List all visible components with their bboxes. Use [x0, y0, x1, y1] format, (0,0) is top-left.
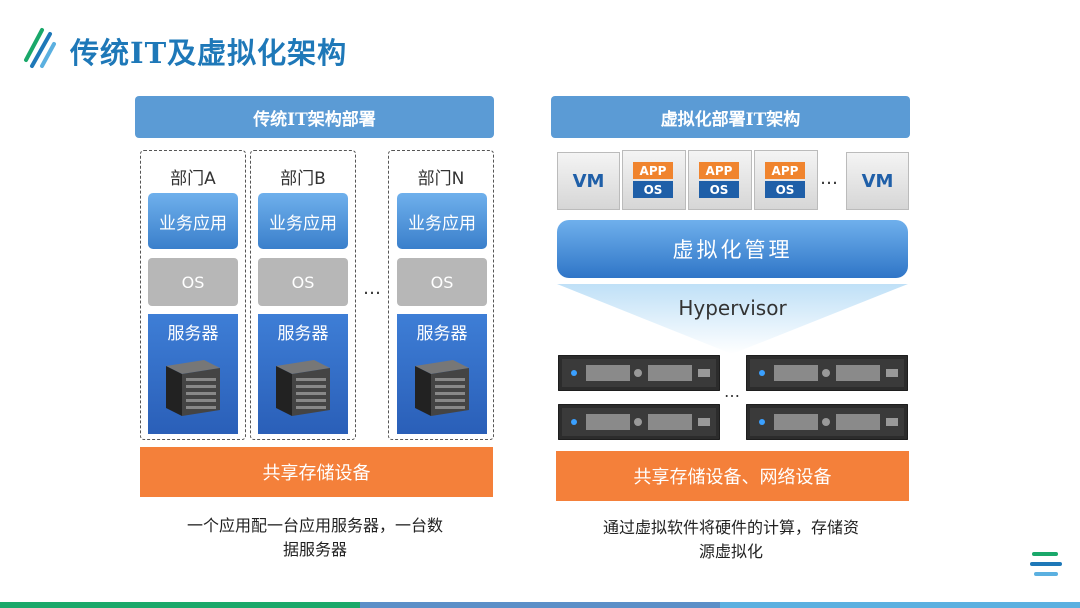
server-label: 服务器 [167, 324, 219, 344]
left-caption: 一个应用配一台应用服务器，一台数 据服务器 [135, 514, 495, 562]
ellipsis: … [820, 168, 838, 189]
department-name: 部门N [417, 169, 465, 189]
department-name: 部门A [170, 169, 216, 189]
os-tag: OS [633, 181, 673, 198]
business-app-block: 业务应用 [258, 193, 348, 249]
os-block: OS [397, 258, 487, 306]
app-os-box: APP OS [688, 150, 752, 210]
bottom-bar-lightblue [720, 602, 1080, 608]
right-caption-line2: 源虚拟化 [698, 542, 763, 561]
left-caption-line2: 据服务器 [282, 540, 347, 559]
server-icon [166, 360, 220, 416]
ellipsis: … [363, 278, 381, 299]
right-header: 虚拟化部署IT架构 [551, 96, 910, 138]
vm-box: VM [557, 152, 620, 210]
stacked-lines-icon [1030, 552, 1062, 576]
app-tag: APP [765, 162, 805, 179]
app-tag: APP [699, 162, 739, 179]
hypervisor-funnel-shape [557, 284, 908, 354]
department-a [140, 150, 246, 440]
os-tag: OS [765, 181, 805, 198]
right-caption-line1: 通过虚拟软件将硬件的计算，存储资 [602, 518, 859, 537]
department-b [250, 150, 356, 440]
bottom-bar-green [0, 602, 360, 608]
server-icon [276, 360, 330, 416]
app-os-box: APP OS [622, 150, 686, 210]
hypervisor-label: Hypervisor [678, 296, 787, 320]
page-title: 传统IT及虚拟化架构 [70, 36, 348, 70]
rack-server-icon [746, 404, 908, 440]
bottom-bar-blue [360, 602, 720, 608]
ellipsis: … [724, 382, 740, 401]
slash-logo-icon [24, 28, 56, 68]
server-label: 服务器 [277, 324, 329, 344]
right-caption: 通过虚拟软件将硬件的计算，存储资 源虚拟化 [551, 516, 911, 564]
os-block: OS [148, 258, 238, 306]
rack-server-icon [558, 355, 720, 391]
left-header: 传统IT架构部署 [135, 96, 494, 138]
business-app-block: 业务应用 [397, 193, 487, 249]
left-caption-line1: 一个应用配一台应用服务器，一台数 [186, 516, 443, 535]
department-name: 部门B [280, 169, 326, 189]
department-n [388, 150, 494, 440]
os-tag: OS [699, 181, 739, 198]
server-icon [415, 360, 469, 416]
shared-storage-network-bar: 共享存储设备、网络设备 [556, 451, 909, 501]
server-block: 服务器 [148, 314, 238, 434]
virtualization-management-block: 虚拟化管理 [557, 220, 908, 278]
rack-server-icon [558, 404, 720, 440]
app-tag: APP [633, 162, 673, 179]
app-os-box: APP OS [754, 150, 818, 210]
vm-box: VM [846, 152, 909, 210]
server-block: 服务器 [397, 314, 487, 434]
rack-server-icon [746, 355, 908, 391]
server-label: 服务器 [416, 324, 468, 344]
shared-storage-bar: 共享存储设备 [140, 447, 493, 497]
os-block: OS [258, 258, 348, 306]
server-block: 服务器 [258, 314, 348, 434]
business-app-block: 业务应用 [148, 193, 238, 249]
